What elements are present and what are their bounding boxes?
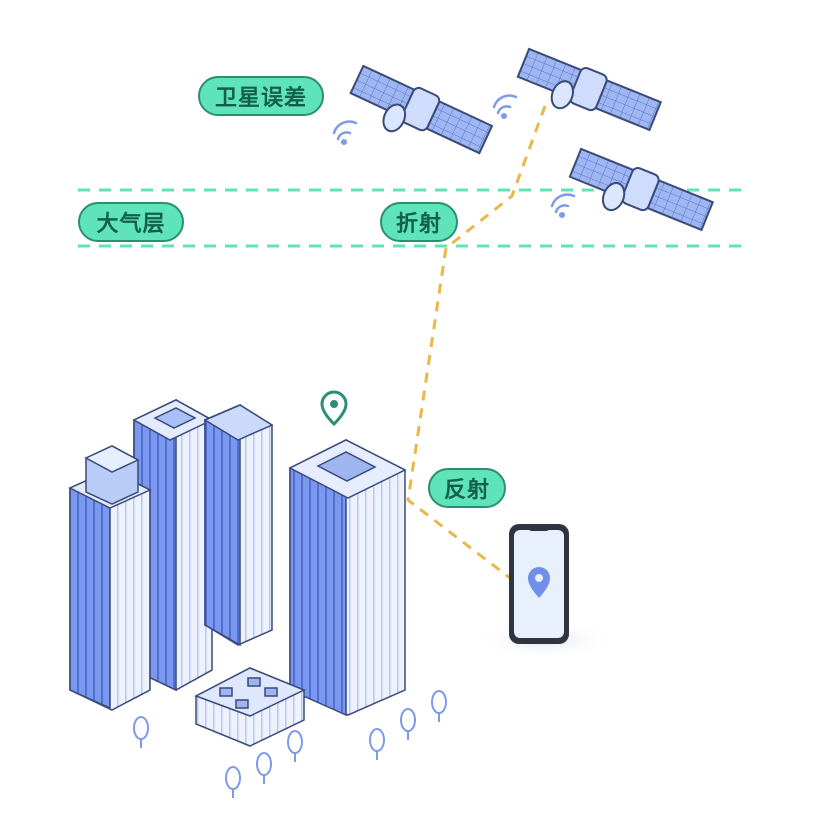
signal-path [406,105,547,580]
label-atmosphere: 大气层 [78,202,184,242]
building [203,403,274,647]
satellite-icon [568,147,715,232]
label-satellite-error: 卫星误差 [198,76,324,116]
label-refraction: 折射 [380,202,458,242]
tree-icon [133,716,149,748]
atmosphere-band [78,188,748,248]
tree-icon [369,728,385,760]
wifi-signal-icon [492,94,518,120]
city-buildings [68,398,407,747]
tree-icon [287,730,303,762]
label-reflection: 反射 [428,468,506,508]
satellite-icon [516,47,663,132]
location-pin-icon [320,390,348,427]
wifi-signal-icon [332,120,358,146]
tree-icon [256,752,272,784]
wifi-signal-icon [550,193,576,219]
tree-icon [225,766,241,798]
building [68,445,152,711]
trees [133,690,447,798]
smartphone-icon [509,524,569,644]
building [194,667,306,747]
location-pin-icon [528,567,550,598]
satellite-icon [349,64,494,155]
tree-icon [431,690,447,722]
building [288,438,407,717]
tree-icon [400,708,416,740]
